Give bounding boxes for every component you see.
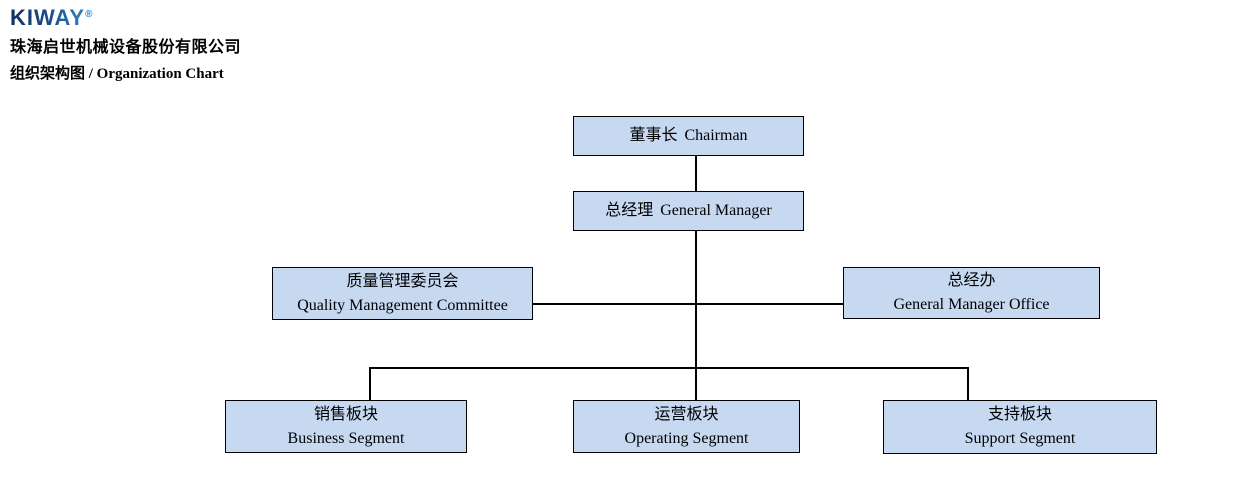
connector-drop-business-segment [369,367,371,400]
org-node-business-segment: 销售板块 Business Segment [225,400,467,453]
node-label-zh: 质量管理委员会 [346,272,459,290]
connector-drop-support-segment [967,367,969,400]
connector-chairman-to-gm [695,156,697,191]
org-node-general-manager-office: 总经办 General Manager Office [843,267,1100,319]
node-label-en: Operating Segment [624,429,749,447]
node-label-zh: 总经办 [947,272,996,289]
connector-committee-to-office [533,303,843,305]
node-label-en: Quality Management Committee [297,296,508,314]
registered-trademark-symbol: ® [85,9,93,20]
connector-segment-distribution [369,367,968,369]
node-label-zh: 销售板块 [313,405,378,423]
logo-wordmark: KIWAY [10,5,86,31]
node-label-zh: 运营板块 [654,405,719,423]
kiway-logo: KIWAY® [10,3,92,30]
node-label-en: Business Segment [287,429,405,447]
node-label-en: General Manager Office [893,296,1050,313]
org-node-operating-segment: 运营板块 Operating Segment [573,400,800,453]
node-label-zh: 支持板块 [987,406,1052,423]
node-label-en: Support Segment [964,430,1076,447]
page-title: 组织架构图 / Organization Chart [10,66,224,82]
org-node-support-segment: 支持板块 Support Segment [883,400,1157,454]
company-name: 珠海启世机械设备股份有限公司 [10,39,242,56]
connector-gm-trunk [695,231,697,400]
org-node-quality-management-committee: 质量管理委员会 Quality Management Committee [272,267,533,320]
